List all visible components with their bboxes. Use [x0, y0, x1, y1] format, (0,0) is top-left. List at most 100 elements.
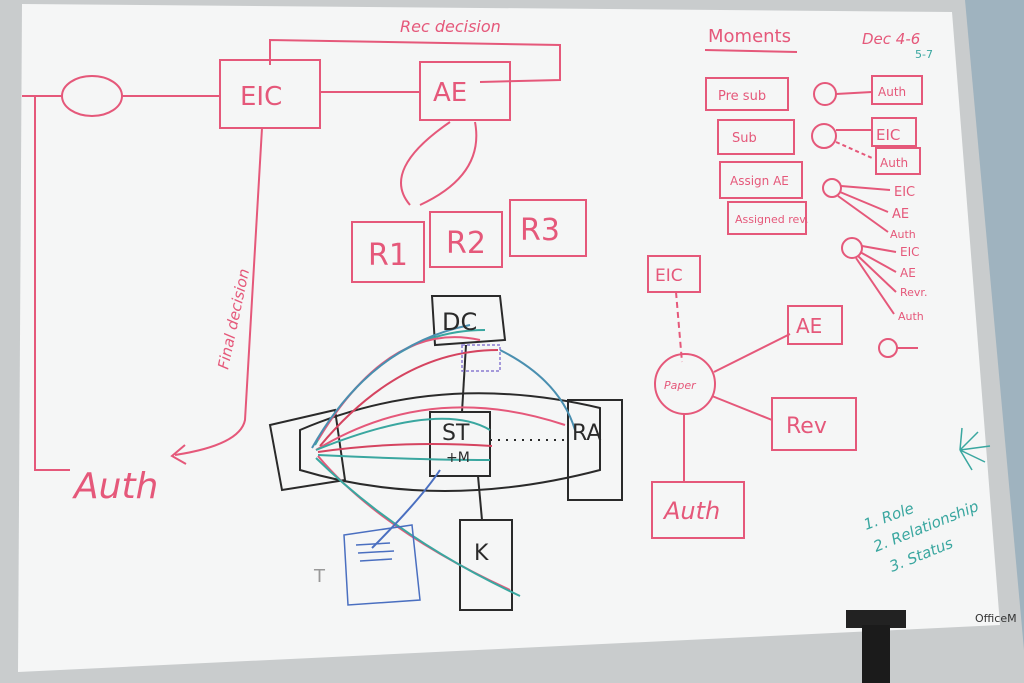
reviewer-label-r3: R3 [520, 213, 560, 248]
final-decision-arrow [174, 127, 263, 456]
dc-subbox [461, 344, 501, 372]
moment-node-3-eic: EIC [894, 185, 915, 200]
eic-box [219, 59, 321, 129]
moment-node-3-auth: Auth [890, 228, 916, 241]
entity-eic-label: EIC [655, 266, 683, 286]
moment-node-3 [822, 178, 842, 198]
link-red-3 [315, 406, 566, 451]
entity-eic-link [675, 291, 683, 363]
entity-rev-box [771, 397, 857, 451]
moment-node-4-link-d [855, 257, 895, 315]
m-label: +M [446, 450, 470, 466]
stage-box-assigned-rev [727, 201, 807, 235]
moment-node-2-auth: Auth [880, 156, 908, 170]
stage-label-sub: Sub [732, 131, 757, 146]
moment-node-2-eic-box [871, 117, 917, 147]
moment-node-4-link-c [857, 255, 897, 293]
dc-label: DC [442, 308, 477, 336]
link-teal-3 [315, 417, 491, 451]
stage-box-sub [717, 119, 795, 155]
moment-node-2 [811, 123, 837, 149]
moment-node-2-auth-box [875, 147, 921, 175]
final-decision-arrowhead [170, 444, 187, 465]
entity-ae-box [787, 305, 843, 345]
eic-label: EIC [240, 82, 282, 112]
system-diagram: DC ST +M RA K T [268, 295, 623, 611]
link-blue-1 [371, 469, 441, 549]
entity-rev-link [711, 395, 773, 421]
rec-decision-arrow [269, 38, 561, 83]
workflow-diagram [22, 38, 587, 471]
moment-node-4-link-b [859, 251, 897, 273]
moments-underline [704, 49, 798, 53]
entity-auth-label: Auth [662, 497, 720, 525]
link-red-4 [317, 443, 493, 453]
entity-paper-label: Paper [664, 379, 697, 392]
auth-label: Auth [72, 466, 158, 507]
moment-node-1-auth-box [871, 75, 923, 105]
stage-box-assign-ae [719, 161, 803, 199]
workflow-labels: Rec decision EIC AE R1 R2 R3 Final decis… [72, 17, 560, 507]
entity-ae-link [713, 333, 791, 373]
reviewer-box-r1 [351, 221, 425, 283]
left-node-box [268, 408, 347, 492]
reviewer-label-r1: R1 [368, 238, 408, 273]
reviewers-to-ae [419, 121, 478, 206]
note-document [343, 524, 421, 606]
entity-eic-box [647, 255, 701, 293]
brand-label: OfficeM [975, 612, 1017, 625]
moment-node-4 [841, 237, 863, 259]
stand-leg [862, 625, 890, 683]
dc-to-st-link [461, 344, 467, 413]
moment-node-4-auth: Auth [898, 310, 924, 323]
moment-node-1-link [835, 91, 873, 95]
stand-clamp [846, 610, 906, 628]
moment-node-3-ae: AE [892, 207, 909, 222]
moment-node-2-eic: EIC [876, 126, 900, 144]
link-teal-6 [499, 349, 576, 431]
moment-node-4-revr: Revr. [900, 286, 927, 299]
note-line-1 [355, 542, 391, 546]
note-label: T [313, 566, 326, 587]
rec-decision-label: Rec decision [400, 17, 501, 36]
moment-node-1-auth: Auth [878, 85, 906, 99]
link-teal-2 [311, 324, 471, 449]
link-teal-5 [315, 457, 521, 597]
moment-node-3-link-b [839, 191, 889, 213]
moment-node-3-link-a [840, 185, 891, 191]
note-line-3 [359, 558, 393, 562]
reviewer-box-r2 [429, 211, 503, 268]
moment-node-4-ae: AE [900, 266, 916, 280]
moment-node-4-link-a [861, 245, 897, 253]
link-red-2 [319, 349, 499, 447]
entity-rev-label: Rev [786, 414, 827, 439]
ra-label: RA [572, 421, 601, 446]
link-teal-4 [317, 454, 491, 461]
st-label: ST [442, 421, 470, 446]
stage-label-assign-ae: Assign AE [730, 174, 789, 188]
board-surface [18, 4, 1000, 672]
date-alt-label: 5-7 [915, 48, 933, 61]
ae-label: AE [433, 78, 467, 108]
k-label: K [474, 541, 489, 566]
entity-ae-label: AE [796, 314, 822, 338]
ae-to-reviewers [400, 121, 451, 206]
network-doodle-icon [959, 427, 991, 471]
date-label: Dec 4-6 [862, 30, 920, 48]
st-to-k-link [477, 475, 483, 521]
reviewer-label-r2: R2 [446, 226, 486, 261]
moment-node-4-eic: EIC [900, 245, 920, 259]
stage-box-pre-sub [705, 77, 789, 111]
dc-box [430, 295, 507, 347]
left-return-line [34, 96, 70, 471]
entity-diagram: EIC Paper AE Rev Auth [647, 255, 857, 539]
ra-box [567, 399, 623, 501]
moment-node-3-link-c [837, 195, 889, 233]
entity-auth-box [651, 481, 745, 539]
note-line-2 [357, 550, 395, 554]
ae-box [419, 61, 511, 121]
reviewer-box-r3 [509, 199, 587, 257]
stage-label-assigned-rev: Assigned rev. [735, 213, 808, 226]
moments-section: Moments Dec 4-6 5-7 Pre sub Sub Assign A… [704, 26, 933, 358]
